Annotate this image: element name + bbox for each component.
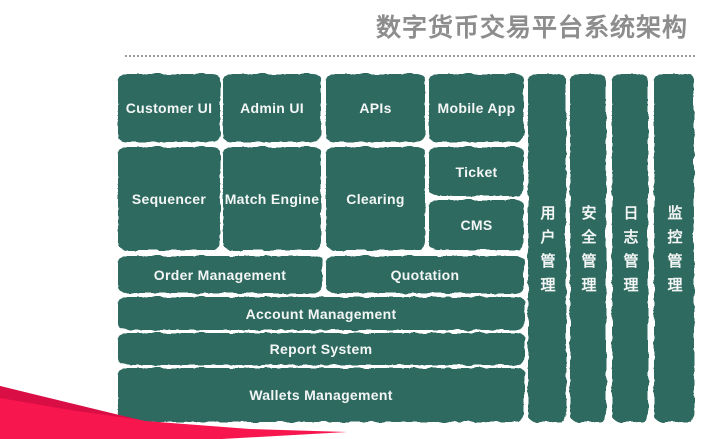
block-label: Order Management [153,266,287,283]
page-title: 数字货币交易平台系统架构 [375,14,688,42]
side-column-label: 日志管理 [621,204,639,301]
block-label: Ticket [455,163,498,180]
block-label: Mobile App [437,100,516,116]
block-label: Account Management [245,305,397,322]
side-column-label: 用户管理 [538,204,556,301]
block-sequencer: Sequencer [118,147,220,250]
block-admin-ui: Admin UI [223,74,321,142]
block-label: Quotation [390,266,460,283]
block-label: Report System [269,341,373,357]
block-label: Match Engine [224,190,320,207]
block-label: Admin UI [240,100,304,116]
block-label: APIs [359,100,392,116]
block-clearing: Clearing [326,147,425,250]
dotted-divider [125,55,695,57]
block-label: CMS [460,217,493,233]
side-column-user-management: 用户管理 [528,74,566,422]
block-label: Clearing [346,190,405,207]
block-label: Customer UI [125,100,213,116]
block-wallets-management: Wallets Management [118,368,524,422]
side-column-security-management: 安全管理 [570,74,606,422]
block-cms: CMS [429,200,524,250]
side-column-monitoring-management: 监控管理 [654,74,694,422]
side-column-label: 安全管理 [579,204,597,301]
block-customer-ui: Customer UI [118,74,220,142]
block-ticket: Ticket [429,147,524,196]
block-match-engine: Match Engine [223,147,321,250]
block-apis: APIs [326,74,425,142]
block-label: Sequencer [131,190,207,207]
block-report-system: Report System [118,333,524,365]
side-column-label: 监控管理 [665,204,683,301]
block-order-management: Order Management [118,256,322,293]
side-column-log-management: 日志管理 [612,74,648,422]
block-label: Wallets Management [249,387,393,403]
block-account-management: Account Management [118,297,524,330]
block-mobile-app: Mobile App [429,74,524,142]
block-quotation: Quotation [326,256,524,293]
